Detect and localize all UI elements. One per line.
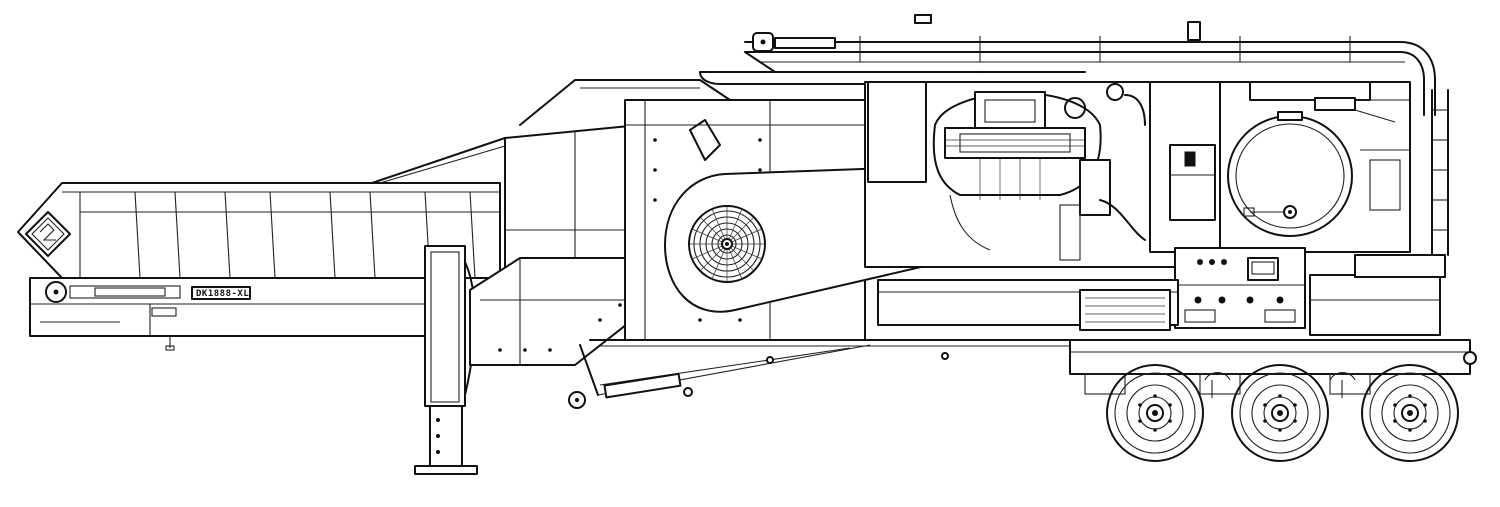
control-panel	[1174, 247, 1446, 336]
wheel-2	[1231, 364, 1329, 462]
landing-leg	[414, 245, 478, 475]
feed-hopper	[17, 137, 506, 279]
diamond-logo-icon	[25, 211, 71, 257]
side-plate-text: DK1888-XL	[196, 289, 249, 299]
access-ladder	[1431, 89, 1449, 256]
wheel-1	[1106, 364, 1204, 462]
discharge-conveyor	[699, 14, 1436, 116]
axle-fenders	[1204, 371, 1356, 398]
infeed-housing	[469, 79, 831, 366]
wheel-3	[1361, 364, 1459, 462]
engine-compartment	[864, 81, 1221, 268]
feed-conveyor: DK1888-XL	[29, 277, 431, 351]
lower-frame	[568, 279, 1179, 409]
drum-pulley-icon	[688, 205, 766, 283]
fuel-tank-icon	[1227, 111, 1353, 237]
